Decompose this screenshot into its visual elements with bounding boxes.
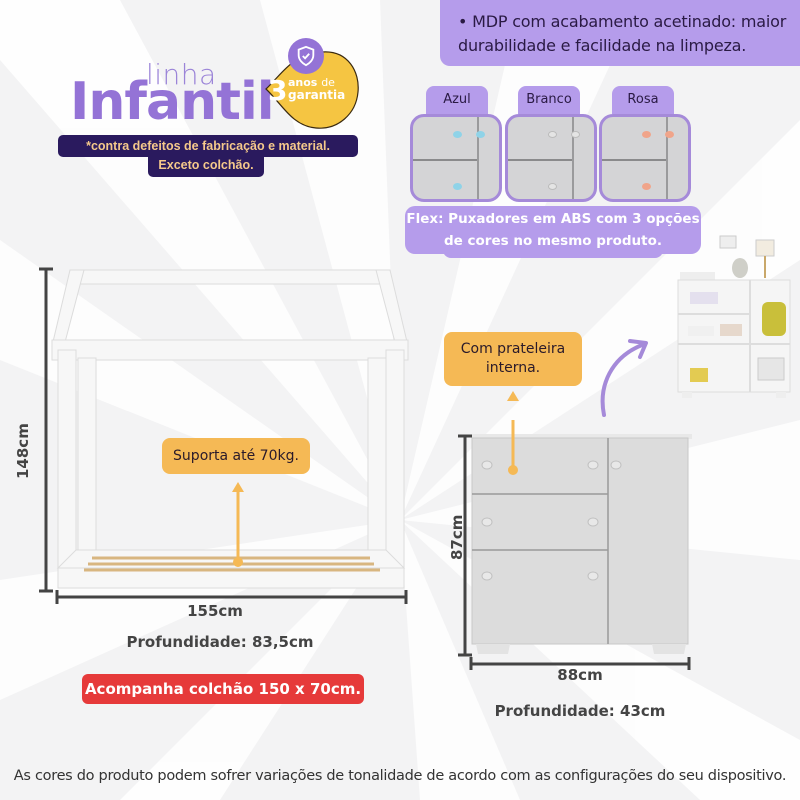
- flex-note: Flex: Puxadores em ABS com 3 opções de c…: [405, 206, 701, 254]
- cabinet-body: [471, 437, 689, 645]
- handle-knob: [642, 131, 651, 138]
- warranty-anos: anos: [288, 76, 318, 89]
- bullet-icon: •: [458, 12, 468, 31]
- flex-note-line2: de cores no mesmo produto.: [444, 233, 662, 249]
- capacity-callout: Suporta até 70kg.: [162, 438, 310, 474]
- cabinet-top: [472, 434, 692, 439]
- panel-divider: [508, 159, 574, 161]
- roof-ridge: [69, 269, 391, 285]
- shelf-arrow-head-icon: [507, 391, 519, 401]
- bed-depth-label: Profundidade: 83,5cm: [126, 633, 314, 651]
- material-note-text1: MDP com acabamento acetinado: maior: [472, 12, 787, 31]
- panel-divider: [477, 117, 479, 199]
- cabinet-depth-label: Profundidade: 43cm: [494, 702, 666, 720]
- cabinet-foot: [652, 644, 686, 654]
- cabinet-width-label: 88cm: [557, 666, 603, 684]
- material-note-box: • MDP com acabamento acetinado: maior du…: [440, 0, 800, 66]
- bed-height-label-wrap: 148cm: [10, 415, 40, 505]
- material-note-line1: • MDP com acabamento acetinado: maior: [458, 10, 800, 34]
- cabinet-illustration: [458, 420, 692, 670]
- bed-width-label: 155cm: [187, 602, 243, 620]
- panel-divider: [413, 159, 479, 161]
- bed-slats: [84, 556, 380, 572]
- warranty-badge-text: 3 anos de garantia: [268, 76, 358, 106]
- warranty-de: de: [321, 76, 335, 89]
- handle-knob: [548, 131, 557, 138]
- shield-check-icon: [288, 38, 324, 74]
- post-right-back: [367, 357, 387, 581]
- option-panel-branco[interactable]: [505, 114, 597, 202]
- cabinet-height-label: 87cm: [448, 514, 466, 560]
- roof-right: [375, 269, 409, 347]
- logo-product-line: Infantil: [70, 72, 275, 132]
- material-note-line2: durabilidade e facilidade na limpeza.: [458, 36, 747, 55]
- shelf-callout-line1: Com prateleira: [460, 341, 566, 357]
- plush-toy: [732, 258, 748, 278]
- bed-base-front: [57, 567, 405, 589]
- handle-knob: [665, 131, 674, 138]
- handle-knob: [453, 131, 462, 138]
- house-bed-illustration: [39, 267, 409, 604]
- shelf-callout: Com prateleira interna.: [444, 332, 582, 386]
- panel-divider: [572, 117, 574, 199]
- option-tab-branco[interactable]: Branco: [518, 86, 580, 114]
- warranty-note-line1: *contra defeitos de fabricação e materia…: [58, 135, 358, 157]
- option-tab-azul[interactable]: Azul: [426, 86, 488, 114]
- logo-linha-label: linha: [146, 58, 217, 91]
- lamp-shade: [755, 239, 775, 257]
- shelf-callout-line2: interna.: [485, 360, 541, 376]
- color-disclaimer: As cores do produto podem sofrer variaçõ…: [13, 768, 787, 784]
- handle-knob: [571, 131, 580, 138]
- option-panel-azul[interactable]: [410, 114, 502, 202]
- option-tab-rosa[interactable]: Rosa: [612, 86, 674, 114]
- warranty-years-number: 3: [268, 74, 288, 107]
- warranty-note-line2: Exceto colchão.: [148, 155, 264, 177]
- handle-knob: [548, 183, 557, 190]
- bee-toy: [762, 302, 786, 336]
- flex-note-line1: Flex: Puxadores em ABS com 3 opções: [406, 211, 700, 227]
- option-panel-rosa[interactable]: [599, 114, 691, 202]
- cabinet-height-label-wrap: 87cm: [444, 515, 474, 600]
- post-left-back: [77, 357, 97, 581]
- warranty-years-label: anos de: [288, 77, 335, 89]
- curved-arrow-icon: [600, 339, 648, 417]
- handle-knob: [453, 183, 462, 190]
- top-rail: [51, 339, 409, 361]
- warranty-garantia-label: garantia: [288, 88, 346, 102]
- mattress-note: Acompanha colchão 150 x 70cm.: [82, 674, 364, 704]
- panel-divider: [602, 159, 668, 161]
- cabinet-open-photo: [677, 235, 791, 398]
- handle-knob: [476, 131, 485, 138]
- roof-left: [51, 269, 85, 347]
- handle-knob: [642, 183, 651, 190]
- bed-height-label: 148cm: [14, 423, 32, 479]
- panel-divider: [666, 117, 668, 199]
- cabinet-foot: [476, 644, 510, 654]
